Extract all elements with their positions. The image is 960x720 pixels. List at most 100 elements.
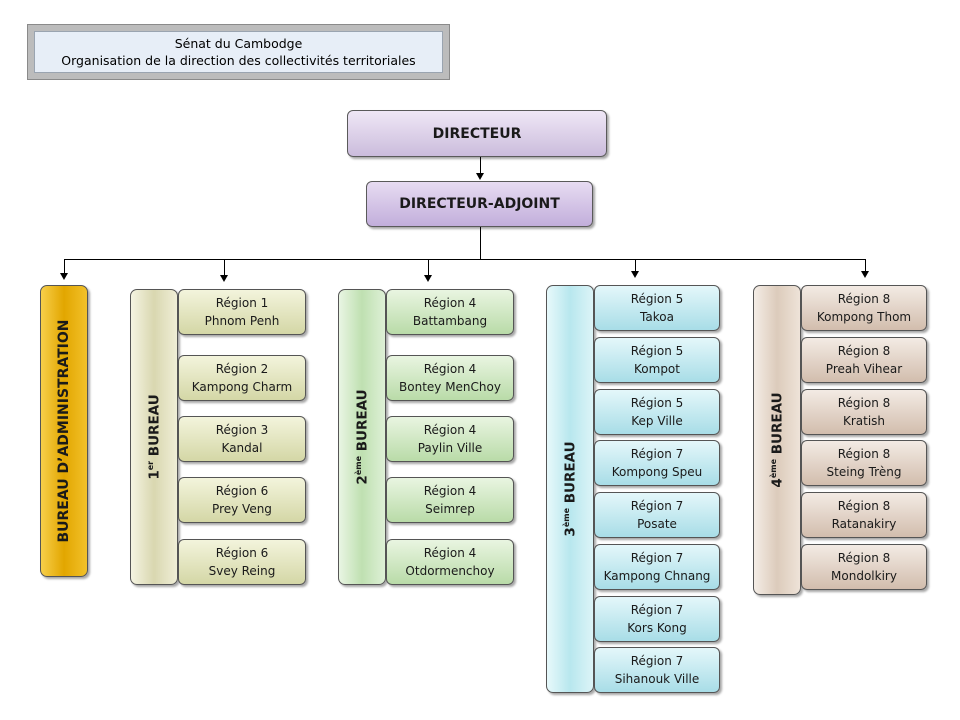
region-place: Preah Vihear bbox=[825, 362, 903, 376]
region-place: Kratish bbox=[842, 414, 886, 428]
arrow-to-bureau-2 bbox=[424, 275, 432, 282]
region-place: Bontey MenChoy bbox=[399, 380, 501, 394]
region-box: Région 1 Phnom Penh bbox=[178, 289, 306, 335]
bureau-3-label: 3ème BUREAU bbox=[562, 441, 579, 536]
connector-drop-bureau-4 bbox=[865, 259, 866, 271]
region-number: Région 8 bbox=[837, 499, 891, 513]
region-number: Région 4 bbox=[423, 296, 477, 310]
region-place: Battambang bbox=[412, 314, 488, 328]
bureau-1-number: 1 bbox=[146, 470, 163, 480]
bureau-3-number: 3 bbox=[562, 527, 579, 537]
region-number: Région 8 bbox=[837, 292, 891, 306]
bureau-2-label: 2ème BUREAU bbox=[354, 389, 371, 484]
region-number: Région 7 bbox=[630, 499, 684, 513]
region-box: Région 8 Ratanakiry bbox=[801, 492, 927, 538]
region-box: Région 2 Kampong Charm bbox=[178, 355, 306, 401]
region-number: Région 2 bbox=[215, 362, 269, 376]
arrow-to-deputy bbox=[476, 173, 484, 180]
bureau-4-label: 4ème BUREAU bbox=[769, 392, 786, 487]
deputy-director-box: DIRECTEUR-ADJOINT bbox=[366, 181, 593, 227]
region-number: Région 5 bbox=[630, 344, 684, 358]
region-number: Région 6 bbox=[215, 546, 269, 560]
region-place: Prey Veng bbox=[212, 502, 272, 516]
region-place: Kep Ville bbox=[631, 414, 683, 428]
bureau-3-sup: ème bbox=[561, 507, 571, 528]
deputy-director-label: DIRECTEUR-ADJOINT bbox=[399, 196, 560, 212]
region-number: Région 5 bbox=[630, 292, 684, 306]
region-number: Région 7 bbox=[630, 447, 684, 461]
region-place: Kandal bbox=[221, 441, 263, 455]
region-box: Région 7 Posate bbox=[594, 492, 720, 538]
director-box: DIRECTEUR bbox=[347, 110, 607, 157]
region-box: Région 4 Battambang bbox=[386, 289, 514, 335]
region-place: Ratanakiry bbox=[831, 517, 897, 531]
region-box: Région 8 Kratish bbox=[801, 389, 927, 435]
region-box: Région 6 Prey Veng bbox=[178, 477, 306, 523]
connector-drop-bureau-3 bbox=[635, 259, 636, 271]
arrow-to-bureau-3 bbox=[631, 271, 639, 278]
bureau-2: 2ème BUREAU bbox=[338, 289, 386, 585]
bureau-4-sup: ème bbox=[768, 458, 778, 479]
title-inner: Sénat du Cambodge Organisation de la dir… bbox=[34, 31, 443, 73]
region-number: Région 4 bbox=[423, 423, 477, 437]
director-label: DIRECTEUR bbox=[432, 125, 522, 142]
bureau-4-number: 4 bbox=[769, 478, 786, 488]
region-box: Région 8 Kompong Thom bbox=[801, 285, 927, 331]
region-number: Région 7 bbox=[630, 551, 684, 565]
bureau-1: 1er BUREAU bbox=[130, 289, 178, 585]
region-box: Région 4 Paylin Ville bbox=[386, 416, 514, 462]
region-number: Région 8 bbox=[837, 396, 891, 410]
bureau-2-number: 2 bbox=[354, 475, 371, 485]
region-place: Steing Trèng bbox=[826, 465, 902, 479]
connector-deputy-down bbox=[480, 227, 481, 259]
region-place: Kampong Charm bbox=[191, 380, 293, 394]
bureau-administration: BUREAU D’ADMINISTRATION bbox=[40, 285, 88, 577]
region-box: Région 4 Bontey MenChoy bbox=[386, 355, 514, 401]
region-number: Région 4 bbox=[423, 484, 477, 498]
connector-director-deputy bbox=[480, 157, 481, 174]
region-place: Kompot bbox=[634, 362, 680, 376]
connector-drop-bureau-2 bbox=[428, 259, 429, 275]
arrow-to-bureau-4 bbox=[861, 271, 869, 278]
region-number: Région 1 bbox=[215, 296, 269, 310]
region-box: Région 4 Seimrep bbox=[386, 477, 514, 523]
bureau-4: 4ème BUREAU bbox=[753, 285, 801, 595]
title-box: Sénat du Cambodge Organisation de la dir… bbox=[27, 24, 450, 80]
connector-drop-admin bbox=[64, 259, 65, 274]
region-box: Région 8 Preah Vihear bbox=[801, 337, 927, 383]
title-line-2: Organisation de la direction des collect… bbox=[61, 53, 416, 68]
region-place: Svey Reing bbox=[208, 564, 276, 578]
bureau-3-word: BUREAU bbox=[562, 441, 579, 504]
region-box: Région 7 Kampong Chnang bbox=[594, 544, 720, 590]
region-number: Région 4 bbox=[423, 362, 477, 376]
arrow-to-bureau-1 bbox=[220, 275, 228, 282]
region-place: Paylin Ville bbox=[417, 441, 483, 455]
title-line-1: Sénat du Cambodge bbox=[174, 36, 303, 51]
region-number: Région 6 bbox=[215, 484, 269, 498]
bureau-1-word: BUREAU bbox=[146, 394, 163, 457]
region-place: Phnom Penh bbox=[204, 314, 280, 328]
bureau-1-label: 1er BUREAU bbox=[146, 394, 163, 479]
bureau-4-word: BUREAU bbox=[769, 392, 786, 455]
bureau-2-word: BUREAU bbox=[354, 389, 371, 452]
region-place: Posate bbox=[637, 517, 677, 531]
region-place: Kompong Thom bbox=[816, 310, 912, 324]
region-place: Mondolkiry bbox=[831, 569, 897, 583]
arrow-to-admin bbox=[60, 273, 68, 280]
region-place: Seimrep bbox=[425, 502, 475, 516]
region-place: Kors Kong bbox=[627, 621, 687, 635]
bureau-2-sup: ème bbox=[353, 455, 363, 476]
region-number: Région 7 bbox=[630, 654, 684, 668]
connector-horizontal-bus bbox=[64, 259, 866, 260]
region-number: Région 8 bbox=[837, 344, 891, 358]
region-place: Kampong Chnang bbox=[603, 569, 711, 583]
